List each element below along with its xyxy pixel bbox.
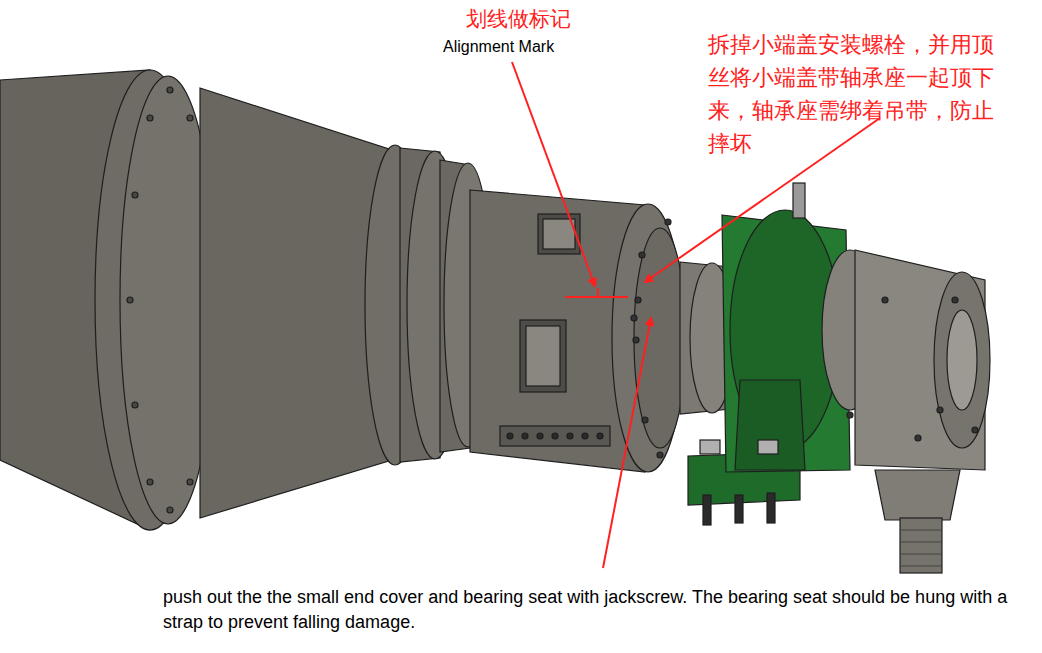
- instruction-note-en: push out the the small end cover and bea…: [163, 585, 1035, 635]
- mark-label-zh: 划线做标记: [466, 6, 571, 31]
- mark-label-en: Alignment Mark: [443, 37, 554, 56]
- instruction-note-zh: 拆掉小端盖安装螺栓，并用顶丝将小端盖带轴承座一起顶下来，轴承座需绑着吊带，防止摔…: [708, 28, 1008, 160]
